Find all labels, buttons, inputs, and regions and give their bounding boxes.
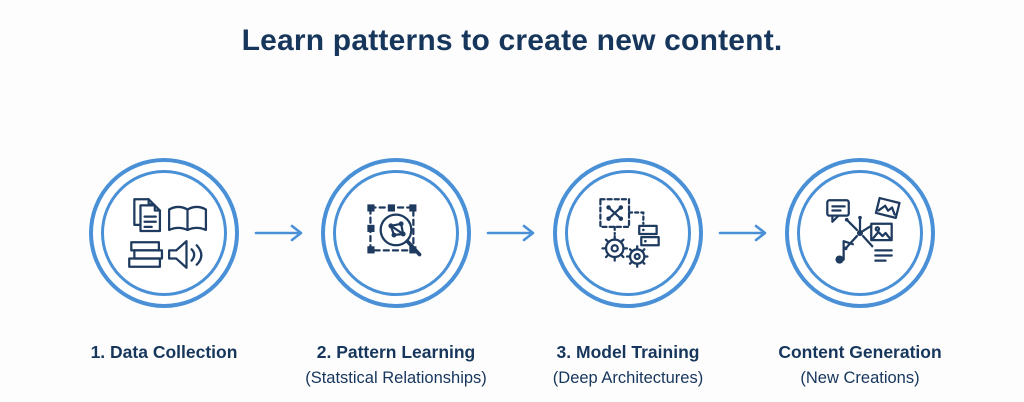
process-flow: 1. Data Collection: [0, 158, 1024, 387]
step-circle: [89, 158, 239, 308]
data-collection-icon: [128, 198, 208, 269]
content-generation-icon: [826, 196, 901, 264]
flow-arrow-icon: [249, 223, 311, 243]
step-model-training: 3. Model Training (Deep Architectures): [543, 158, 713, 387]
gear-icon: [601, 234, 629, 262]
books-stack-icon: [128, 241, 164, 268]
step-label: 1. Data Collection: [90, 342, 238, 362]
step-circle: [785, 158, 935, 308]
photo-card-icon: [874, 196, 901, 220]
step-label: Content Generation: [778, 342, 942, 362]
model-training-icon: [599, 198, 660, 268]
step-label: 3. Model Training: [556, 342, 700, 362]
chat-bubble-icon: [826, 199, 850, 223]
step-pattern-learning: 2. Pattern Learning (Statstical Relation…: [305, 158, 487, 387]
page-title: Learn patterns to create new content.: [241, 24, 783, 57]
node-connections: [843, 215, 874, 251]
step-label: 2. Pattern Learning: [316, 342, 476, 362]
step-sublabel: (New Creations): [800, 369, 920, 387]
step-circle: [553, 158, 703, 308]
step-sublabel: (Deep Architectures): [552, 369, 704, 387]
gear-icon-small: [625, 245, 649, 268]
connector-lines: [613, 211, 645, 236]
step-data-collection: 1. Data Collection: [79, 158, 249, 362]
pattern-learning-icon: [367, 204, 422, 257]
flow-arrow-icon: [481, 223, 543, 243]
server-stack-icon: [638, 224, 660, 247]
open-book-icon: [167, 205, 208, 232]
network-box-icon: [599, 198, 631, 228]
flow-arrow-icon: [713, 223, 775, 243]
image-frame-icon: [870, 222, 893, 242]
text-list-icon: [874, 249, 893, 262]
step-content-generation: Content Generation (New Creations): [775, 158, 945, 387]
speaker-icon: [167, 240, 203, 269]
step-circle: [321, 158, 471, 308]
magnifier-network-icon: [379, 213, 422, 257]
step-sublabel: (Statstical Relationships): [305, 369, 487, 387]
documents-icon: [133, 198, 162, 233]
